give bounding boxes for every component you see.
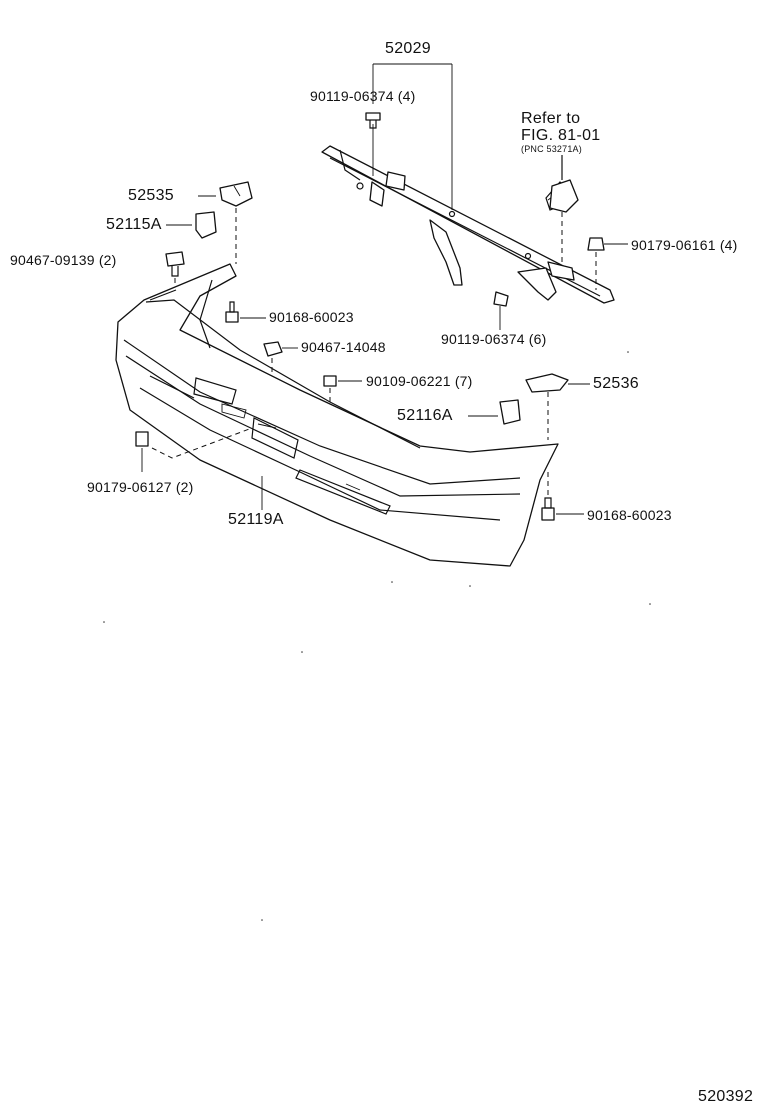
reference-bracket-53271A (549, 155, 579, 262)
label-90168-60023-left: 90168-60023 (269, 309, 354, 325)
label-90179-06127: 90179-06127 (2) (87, 479, 194, 495)
spacer-52115A (166, 211, 217, 239)
screw-90168-right (541, 472, 584, 521)
bolt-90119-top (365, 112, 381, 129)
label-52119A: 52119A (228, 511, 284, 528)
label-90109-06221: 90109-06221 (7) (366, 373, 473, 389)
label-52116A: 52116A (397, 407, 453, 424)
nut-90179-06161 (587, 237, 628, 290)
label-90467-14048: 90467-14048 (301, 339, 386, 355)
label-90179-06161: 90179-06161 (4) (631, 237, 738, 253)
label-52536: 52536 (593, 375, 639, 392)
retainer-52536 (525, 373, 590, 440)
spacer-52116A (468, 399, 521, 425)
figure-id: 520392 (698, 1088, 754, 1105)
screw-90168-left (225, 301, 266, 323)
clip-90467-14048 (263, 341, 298, 386)
bumper-reinforcement-52029 (321, 145, 615, 304)
label-90168-60023-right: 90168-60023 (587, 507, 672, 523)
label-52029: 52029 (385, 40, 431, 57)
retainer-52535 (198, 181, 253, 264)
reference-line-3: (PNC 53271A) (521, 144, 582, 154)
reference-line-2: FIG. 81-01 (521, 127, 601, 144)
label-90467-09139: 90467-09139 (2) (10, 252, 117, 268)
label-90119-06374-bottom: 90119-06374 (6) (441, 331, 547, 347)
bolt-90119-bottom (493, 291, 509, 330)
label-52535: 52535 (128, 187, 174, 204)
bumper-cover-52119A (115, 263, 559, 567)
reference-line-1: Refer to (521, 110, 581, 127)
label-90119-06374-top: 90119-06374 (4) (310, 88, 416, 104)
clip-90179-06127 (135, 427, 253, 472)
label-52115A: 52115A (106, 216, 162, 233)
